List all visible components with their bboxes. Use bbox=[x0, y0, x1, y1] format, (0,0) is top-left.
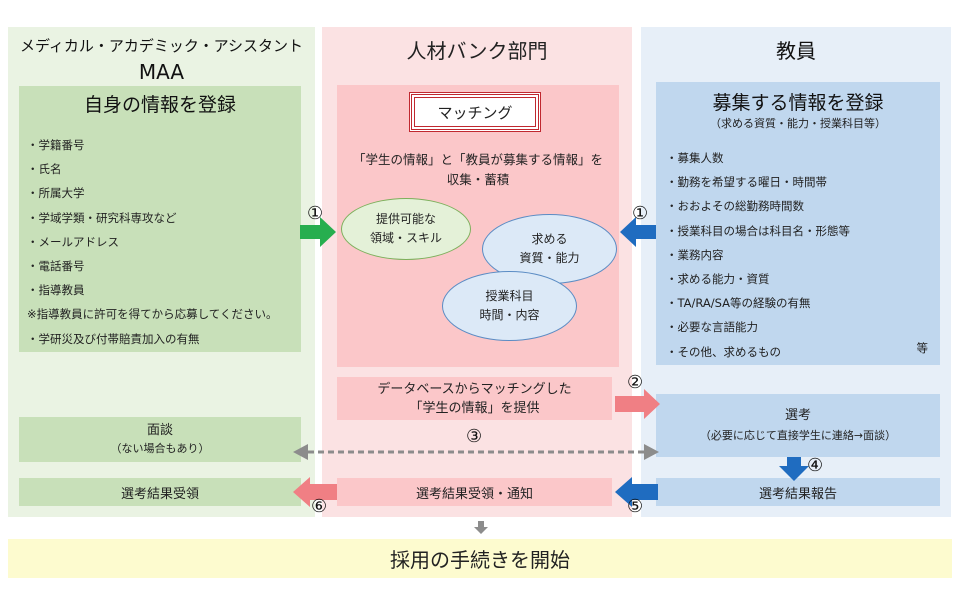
footer-down-arrow bbox=[474, 521, 488, 534]
list-item: ・必要な言語能力 bbox=[666, 320, 758, 335]
selection-note: （必要に応じて直接学生に連絡→面談） bbox=[699, 428, 897, 442]
subject-ellipse-line1: 授業科目 bbox=[485, 289, 534, 303]
start-hiring-banner: 採用の手続きを開始 bbox=[8, 539, 952, 578]
step3-right-head bbox=[644, 444, 659, 460]
list-item: ・業務内容 bbox=[666, 247, 724, 262]
step6-arrow bbox=[293, 477, 337, 507]
items-suffix: 等 bbox=[916, 341, 929, 355]
matching-label-box: マッチング bbox=[409, 92, 541, 132]
recruitment-registration-subtitle: （求める資質・能力・授業科目等） bbox=[710, 117, 886, 130]
skill-ellipse-line1: 提供可能な bbox=[375, 212, 436, 226]
provide-line2: 「学生の情報」を提供 bbox=[409, 400, 540, 416]
provide-line1: データベースからマッチングした bbox=[377, 381, 572, 397]
list-item: ・電話番号 bbox=[27, 259, 85, 274]
list-item: ・氏名 bbox=[27, 162, 62, 177]
interview-title: 面談 bbox=[146, 422, 173, 438]
list-item: ・募集人数 bbox=[666, 151, 724, 165]
ability-ellipse-line1: 求める bbox=[531, 232, 568, 246]
collect-text-line2: 収集・蓄積 bbox=[446, 171, 510, 187]
talent-bank-header: 人材バンク部門 bbox=[406, 38, 548, 63]
collect-text-line1: 「学生の情報」と「教員が募集する情報」を bbox=[352, 151, 603, 167]
selection-box: 選考 （必要に応じて直接学生に連絡→面談） bbox=[656, 394, 940, 457]
result-notify-box: 選考結果受領・通知 bbox=[337, 478, 612, 506]
provide-student-info-box: データベースからマッチングした 「学生の情報」を提供 bbox=[337, 377, 612, 420]
skill-ellipse: 提供可能な 領域・スキル bbox=[341, 198, 471, 260]
list-item: ・その他、求めるもの bbox=[666, 344, 781, 359]
step5-arrow bbox=[615, 477, 658, 507]
step3-left-head bbox=[293, 444, 308, 460]
step2-arrow bbox=[615, 389, 660, 419]
list-item: ・おおよその総勤務時間数 bbox=[666, 199, 804, 214]
step1-left-number: ① bbox=[307, 203, 324, 224]
selection-title: 選考 bbox=[784, 407, 811, 423]
result-received-box: 選考結果受領 bbox=[19, 478, 301, 506]
ability-ellipse-line2: 資質・能力 bbox=[519, 251, 580, 265]
recruitment-info-list: ・募集人数 ・勤務を希望する曜日・時間帯 ・おおよその総勤務時間数 ・授業科目の… bbox=[666, 146, 850, 364]
step1-right-number: ① bbox=[632, 203, 649, 224]
step4-arrow bbox=[779, 457, 809, 481]
list-item: ・授業科目の場合は科目名・形態等 bbox=[666, 223, 850, 238]
interview-box: 面談 （ない場合もあり） bbox=[19, 417, 301, 462]
faculty-header: 教員 bbox=[776, 38, 816, 63]
list-item: ・指導教員 bbox=[27, 283, 85, 298]
step3-number: ③ bbox=[466, 426, 483, 447]
step1-left-arrow bbox=[300, 217, 336, 247]
step1-right-arrow bbox=[620, 217, 656, 247]
subject-ellipse: 授業科目 時間・内容 bbox=[442, 271, 577, 341]
maa-header-line1: メディカル・アカデミック・アシスタント bbox=[19, 36, 304, 55]
step6-number: ⑥ bbox=[311, 496, 328, 517]
list-item: ・求める能力・資質 bbox=[666, 272, 770, 287]
list-item: ・学籍番号 bbox=[27, 138, 85, 152]
list-item: ・所属大学 bbox=[27, 186, 85, 201]
interview-note: （ない場合もあり） bbox=[110, 441, 210, 455]
list-item: ※指導教員に許可を得てから応募してください。 bbox=[27, 307, 278, 322]
list-item: ・メールアドレス bbox=[27, 234, 119, 249]
student-info-list: ・学籍番号 ・氏名 ・所属大学 ・学域学類・研究科専攻など ・メールアドレス ・… bbox=[27, 133, 277, 351]
list-item: ・勤務を希望する曜日・時間帯 bbox=[666, 175, 827, 190]
student-registration-panel: 自身の情報を登録 ・学籍番号 ・氏名 ・所属大学 ・学域学類・研究科専攻など ・… bbox=[19, 86, 301, 352]
step4-number: ④ bbox=[807, 455, 824, 476]
skill-ellipse-line2: 領域・スキル bbox=[369, 231, 442, 245]
subject-ellipse-line2: 時間・内容 bbox=[479, 308, 540, 322]
recruitment-registration-title: 募集する情報を登録 bbox=[712, 91, 884, 114]
step2-number: ② bbox=[627, 372, 644, 393]
list-item: ・学研災及び付帯賠責加入の有無 bbox=[27, 331, 200, 346]
list-item: ・TA/RA/SA等の経験の有無 bbox=[666, 296, 811, 311]
student-registration-title: 自身の情報を登録 bbox=[83, 93, 236, 116]
result-report-box: 選考結果報告 bbox=[656, 478, 940, 506]
recruitment-registration-panel: 募集する情報を登録 （求める資質・能力・授業科目等） ・募集人数 ・勤務を希望す… bbox=[656, 82, 940, 365]
step5-number: ⑤ bbox=[627, 496, 644, 517]
list-item: ・学域学類・研究科専攻など bbox=[27, 210, 177, 225]
maa-header-line2: MAA bbox=[138, 60, 185, 84]
